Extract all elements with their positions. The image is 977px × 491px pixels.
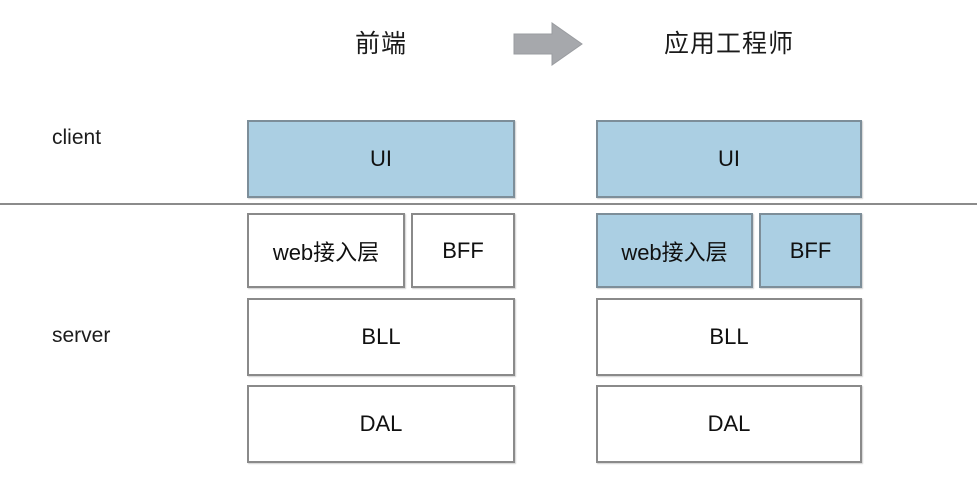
- left-layer-bff[interactable]: BFF: [411, 213, 515, 288]
- right-layer-bll-label: BLL: [709, 324, 749, 349]
- left-layer-dal-label: DAL: [359, 411, 403, 436]
- left-layer-dal[interactable]: DAL: [247, 385, 515, 463]
- left-layer-web-label: web接入层: [272, 239, 380, 265]
- right-layer-dal[interactable]: DAL: [596, 385, 862, 463]
- client-server-divider: [0, 203, 977, 205]
- left-layer-ui-label: UI: [370, 146, 392, 171]
- right-layer-ui-label: UI: [718, 146, 740, 171]
- left-layer-web[interactable]: web接入层: [247, 213, 405, 288]
- right-layer-dal-label: DAL: [707, 411, 751, 436]
- left-layer-bll[interactable]: BLL: [247, 298, 515, 376]
- column-header-right: 应用工程师: [663, 30, 794, 58]
- right-layer-web[interactable]: web接入层: [596, 213, 753, 288]
- left-layer-ui[interactable]: UI: [247, 120, 515, 198]
- column-header-left: 前端: [354, 30, 407, 58]
- row-label-server: server: [52, 324, 111, 347]
- left-layer-bff-label: BFF: [442, 237, 484, 263]
- right-layer-bll[interactable]: BLL: [596, 298, 862, 376]
- right-layer-web-label: web接入层: [621, 239, 728, 265]
- row-label-client: client: [52, 126, 102, 149]
- right-layer-bff-label: BFF: [789, 237, 832, 263]
- right-layer-bff[interactable]: BFF: [759, 213, 862, 288]
- left-layer-bll-label: BLL: [361, 324, 401, 349]
- right-layer-ui[interactable]: UI: [596, 120, 862, 198]
- right-arrow-icon: [512, 22, 584, 66]
